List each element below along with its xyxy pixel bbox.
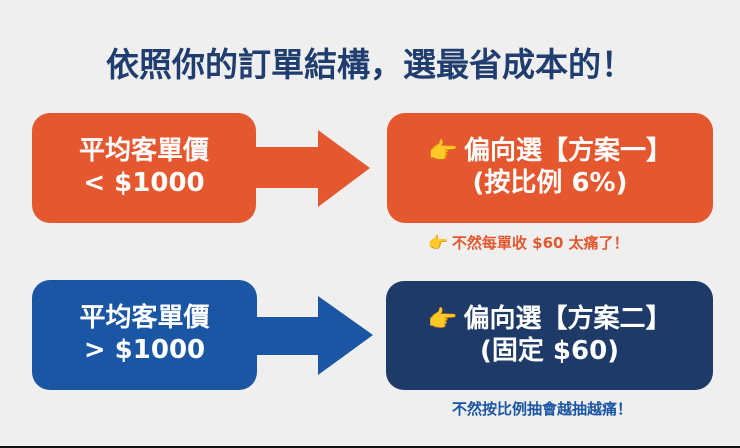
bottom-edge [0,446,740,448]
recommendation-box-plan-1: 👉偏向選【方案一】 (按比例 6%) [387,113,713,223]
arrow-right-icon [255,296,373,375]
note-plan-2: 不然按比例抽會越抽越痛！ [452,398,632,419]
recommendation-detail: (固定 $60) [479,335,620,366]
pointing-hand-icon: 👉 [427,304,458,333]
note-text: 不然按比例抽會越抽越痛！ [452,400,633,418]
recommendation-box-plan-2: 👉偏向選【方案二】 (固定 $60) [386,281,713,390]
condition-box-low: 平均客單價 < $1000 [32,113,256,223]
note-text: 不然每單收 $60 太痛了！ [451,234,629,252]
condition-label: 平均客單價 [79,303,210,334]
recommendation-detail: (按比例 6%) [472,168,628,198]
recommendation-title: 偏向選【方案一】 [463,136,672,167]
arrow-right-icon [254,130,370,207]
recommendation-title: 偏向選【方案二】 [463,303,672,334]
pointing-hand-icon: 👉 [428,233,448,252]
condition-box-high: 平均客單價 > $1000 [32,280,257,390]
condition-label: 平均客單價 [78,136,209,167]
condition-threshold: > $1000 [83,335,206,365]
page-title: 依照你的訂單結構，選最省成本的！ [106,45,634,84]
note-plan-1: 👉不然每單收 $60 太痛了！ [428,232,629,253]
condition-threshold: < $1000 [83,168,205,198]
pointing-hand-icon: 👉 [428,137,458,166]
